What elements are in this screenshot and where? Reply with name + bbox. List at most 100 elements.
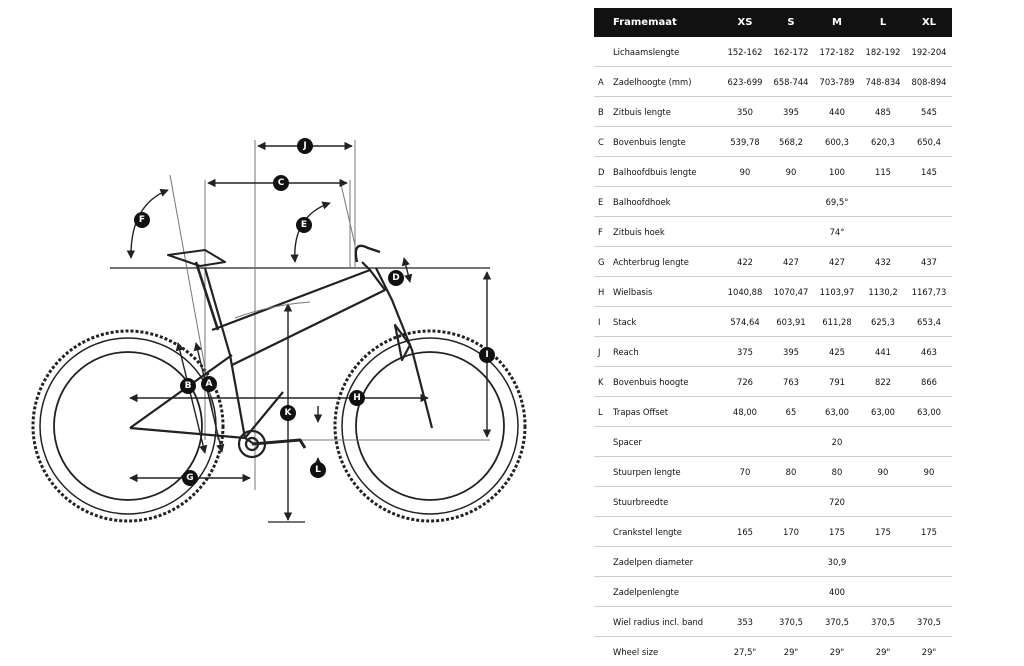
row-label: Wielbasis <box>613 277 722 307</box>
row-label: Wiel radius incl. band <box>613 607 722 637</box>
row-value-l: 625,3 <box>860 307 906 337</box>
rear-wheel <box>33 331 223 521</box>
svg-text:C: C <box>278 178 285 188</box>
row-value-empty <box>768 217 814 247</box>
header-size-l: L <box>860 8 906 37</box>
svg-text:H: H <box>353 393 361 403</box>
row-value-xl: 463 <box>906 337 952 367</box>
row-letter: I <box>594 307 613 337</box>
badge-e: E <box>296 217 312 233</box>
badge-i: I <box>479 347 495 363</box>
row-value-m: 427 <box>814 247 860 277</box>
row-value-xs: 1040,88 <box>722 277 768 307</box>
svg-text:D: D <box>392 273 399 283</box>
row-value-l: 182-192 <box>860 37 906 67</box>
badge-l: L <box>310 462 326 478</box>
row-value-s: 395 <box>768 337 814 367</box>
row-value-l: 748-834 <box>860 67 906 97</box>
row-value-m: 600,3 <box>814 127 860 157</box>
row-value-m: 175 <box>814 517 860 547</box>
row-value-s: 80 <box>768 457 814 487</box>
row-value-empty <box>906 187 952 217</box>
badge-f: F <box>134 212 150 228</box>
row-letter: H <box>594 277 613 307</box>
row-label: Zadelhoogte (mm) <box>613 67 722 97</box>
row-label: Bovenbuis lengte <box>613 127 722 157</box>
row-value-xs: 375 <box>722 337 768 367</box>
svg-text:L: L <box>315 465 321 475</box>
row-value-l: 432 <box>860 247 906 277</box>
row-value-xl: 63,00 <box>906 397 952 427</box>
table-header-row: Framemaat XS S M L XL <box>594 8 952 37</box>
row-value-s: 658-744 <box>768 67 814 97</box>
bike-geometry-diagram: A B C D E F G H I J K L <box>0 0 585 665</box>
row-letter: K <box>594 367 613 397</box>
row-label: Zitbuis lengte <box>613 97 722 127</box>
row-letter: G <box>594 247 613 277</box>
row-value-xl: 145 <box>906 157 952 187</box>
row-value-s: 763 <box>768 367 814 397</box>
row-value-xs: 350 <box>722 97 768 127</box>
row-letter <box>594 607 613 637</box>
row-value-xl: 29" <box>906 637 952 666</box>
row-value-xl: 653,4 <box>906 307 952 337</box>
row-value-empty <box>860 427 906 457</box>
row-value-empty <box>722 577 768 607</box>
row-letter <box>594 547 613 577</box>
row-value-s: 427 <box>768 247 814 277</box>
row-label: Balhoofdhoek <box>613 187 722 217</box>
row-letter <box>594 457 613 487</box>
row-label: Achterbrug lengte <box>613 247 722 277</box>
row-value-m: 80 <box>814 457 860 487</box>
badge-j: J <box>297 138 313 154</box>
row-value-m: 611,28 <box>814 307 860 337</box>
row-value-xl: 90 <box>906 457 952 487</box>
row-value-m: 100 <box>814 157 860 187</box>
row-label: Wheel size <box>613 637 722 666</box>
row-value-empty <box>722 427 768 457</box>
row-value-xs: 152-162 <box>722 37 768 67</box>
header-size-xs: XS <box>722 8 768 37</box>
svg-text:J: J <box>302 141 306 151</box>
row-value-m: 1103,97 <box>814 277 860 307</box>
row-value-xl: 175 <box>906 517 952 547</box>
row-value-s: 90 <box>768 157 814 187</box>
row-value-empty <box>860 547 906 577</box>
row-value-l: 29" <box>860 637 906 666</box>
row-value-l: 175 <box>860 517 906 547</box>
svg-text:K: K <box>285 408 293 418</box>
row-value-empty <box>906 217 952 247</box>
row-value-m: 703-789 <box>814 67 860 97</box>
row-value-empty <box>768 547 814 577</box>
row-value-empty <box>722 487 768 517</box>
row-value-l: 822 <box>860 367 906 397</box>
row-label: Trapas Offset <box>613 397 722 427</box>
row-value-s: 170 <box>768 517 814 547</box>
svg-text:A: A <box>206 379 213 389</box>
row-letter <box>594 37 613 67</box>
row-value-s: 370,5 <box>768 607 814 637</box>
row-value-m: 440 <box>814 97 860 127</box>
row-value-xl: 1167,73 <box>906 277 952 307</box>
row-label: Zitbuis hoek <box>613 217 722 247</box>
row-value-xl: 808-894 <box>906 67 952 97</box>
row-value-empty <box>906 487 952 517</box>
row-value-empty <box>860 487 906 517</box>
row-value-xs: 165 <box>722 517 768 547</box>
row-value-all-sizes: 69,5° <box>814 187 860 217</box>
svg-text:B: B <box>185 381 192 391</box>
row-letter: L <box>594 397 613 427</box>
row-value-xs: 726 <box>722 367 768 397</box>
row-value-empty <box>860 217 906 247</box>
row-label: Stack <box>613 307 722 337</box>
row-letter: B <box>594 97 613 127</box>
row-value-xl: 866 <box>906 367 952 397</box>
row-value-all-sizes: 74° <box>814 217 860 247</box>
row-value-s: 29" <box>768 637 814 666</box>
